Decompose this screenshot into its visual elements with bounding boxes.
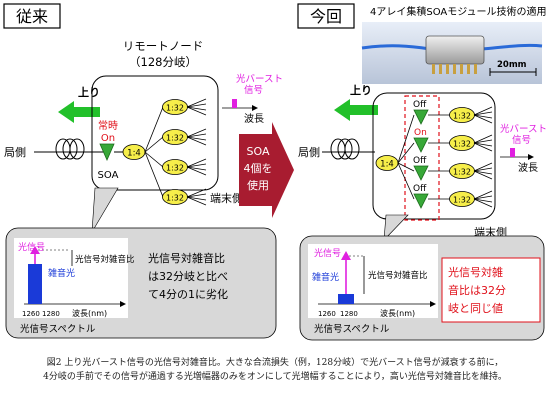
splitter-1-32-label: 1:32 bbox=[166, 134, 184, 143]
noise-bar bbox=[28, 264, 42, 304]
middle-line-3: 使用 bbox=[247, 179, 269, 192]
always-on-label: 常時 bbox=[98, 119, 118, 132]
upstream-label: 上り bbox=[78, 85, 100, 99]
splitter-branches bbox=[145, 107, 163, 197]
note-line-3: て4分の1に劣化 bbox=[148, 287, 228, 301]
burst-signal-bar bbox=[232, 99, 237, 108]
splitter-1-32-label: 1:32 bbox=[166, 104, 184, 113]
burst-signal-label: 光バースト bbox=[236, 73, 283, 85]
output-fibers bbox=[474, 107, 492, 207]
callout-pointer bbox=[92, 188, 118, 232]
spectrum-title: 光信号スペクトル bbox=[20, 323, 96, 335]
note-line-2: 音比は32分 bbox=[448, 283, 506, 297]
soa-icon bbox=[414, 138, 428, 152]
middle-line-1: SOA bbox=[247, 145, 270, 158]
wavelength-label: 波長 bbox=[244, 112, 264, 125]
burst-signal-label-2: 信号 bbox=[244, 84, 263, 96]
spectrum-signal-label: 光信号 bbox=[18, 241, 45, 253]
soa-state-off: Off bbox=[413, 156, 427, 166]
upstream-arrow bbox=[334, 99, 378, 121]
remote-node-label: リモートノード bbox=[123, 39, 204, 53]
tick-1280: 1280 bbox=[42, 310, 60, 318]
upstream-arrow bbox=[58, 101, 100, 123]
note-line-2: は32分岐と比べ bbox=[148, 270, 228, 283]
soa-icon bbox=[414, 166, 428, 180]
burst-signal-bar bbox=[510, 148, 515, 157]
tick-1280: 1280 bbox=[340, 310, 358, 318]
splitter-1-32-group: 1:32 1:32 1:32 1:32 bbox=[450, 108, 475, 207]
station-side-label: 局側 bbox=[4, 146, 26, 159]
splitter-1-32-label: 1:32 bbox=[453, 140, 471, 149]
diagram-canvas: 従来 リモートノード （128分岐） 上り 局側 常時 On SOA 1:4 bbox=[0, 0, 550, 352]
fiber-coil bbox=[56, 139, 84, 159]
soa-icon bbox=[414, 110, 428, 124]
note-line-1: 光信号対雑音比 bbox=[148, 251, 225, 265]
spectrum-signal-label: 光信号 bbox=[314, 247, 341, 259]
spectrum-osnr-label: 光信号対雑音比 bbox=[368, 270, 428, 281]
spectrum-osnr-label: 光信号対雑音比 bbox=[75, 254, 135, 265]
axis-wavelength-label: 波長(nm) bbox=[380, 308, 415, 318]
middle-line-2: 4個を bbox=[244, 162, 273, 175]
scale-label: 20mm bbox=[497, 60, 527, 70]
terminal-side-label: 端末側 bbox=[210, 191, 243, 205]
tick-1260: 1260 bbox=[22, 310, 40, 318]
noise-bar bbox=[338, 294, 354, 304]
caption-line-1: 図2 上り光バースト信号の光信号対雑音比。大きな合流損失（例，128分岐）で光バ… bbox=[6, 356, 544, 370]
right-title: 今回 bbox=[310, 7, 342, 26]
splitter-1-32-label: 1:32 bbox=[453, 196, 471, 205]
always-on-state: On bbox=[101, 133, 115, 144]
splitter-1-4-label: 1:4 bbox=[380, 160, 394, 170]
middle-arrow-group: SOA 4個を 使用 bbox=[239, 122, 294, 218]
upstream-label: 上り bbox=[350, 83, 372, 97]
wavelength-label: 波長 bbox=[518, 161, 538, 174]
station-side-label: 局側 bbox=[298, 146, 320, 159]
splitter-1-32-label: 1:32 bbox=[166, 194, 184, 203]
figure-caption: 図2 上り光バースト信号の光信号対雑音比。大きな合流損失（例，128分岐）で光バ… bbox=[6, 356, 544, 384]
soa-label: SOA bbox=[98, 170, 119, 181]
splitter-1-32-label: 1:32 bbox=[453, 168, 471, 177]
spectrum-title: 光信号スペクトル bbox=[314, 323, 390, 335]
right-panel: 今回 4アレイ集積SOAモジュール技術の適用 20mm 上り 局側 1:4 bbox=[298, 4, 547, 340]
tick-1260: 1260 bbox=[318, 310, 336, 318]
splitter-1-4-label: 1:4 bbox=[127, 149, 141, 159]
splitter-1-32-label: 1:32 bbox=[453, 112, 471, 121]
spectrum-noise-label: 雑音光 bbox=[312, 271, 339, 283]
output-fibers bbox=[187, 99, 206, 205]
soa-icon bbox=[414, 194, 428, 208]
spectrum-noise-label: 雑音光 bbox=[48, 267, 75, 279]
caption-line-2: 4分岐の手前でその信号が通過する光増幅器のみをオンにして光増幅することにより，高… bbox=[6, 370, 544, 384]
soa-state-off: Off bbox=[413, 100, 427, 110]
left-title: 従来 bbox=[16, 7, 48, 26]
module-caption: 4アレイ集積SOAモジュール技術の適用 bbox=[370, 5, 547, 18]
burst-signal-label: 光バースト bbox=[500, 123, 547, 135]
soa-module-icon bbox=[426, 36, 484, 64]
splitter-1-32-group: 1:32 1:32 1:32 1:32 bbox=[163, 100, 188, 205]
note-line-1: 光信号対雑 bbox=[448, 265, 503, 279]
axis-wavelength-label: 波長(nm) bbox=[72, 308, 107, 318]
fiber-coil bbox=[331, 139, 359, 159]
splitter-1-32-label: 1:32 bbox=[166, 164, 184, 173]
soa-state-off: Off bbox=[413, 184, 427, 194]
soa-state-on: On bbox=[414, 128, 427, 138]
burst-signal-label-2: 信号 bbox=[512, 134, 531, 146]
note-line-3: 岐と同じ値 bbox=[448, 302, 503, 315]
remote-node-count: （128分岐） bbox=[129, 55, 197, 69]
